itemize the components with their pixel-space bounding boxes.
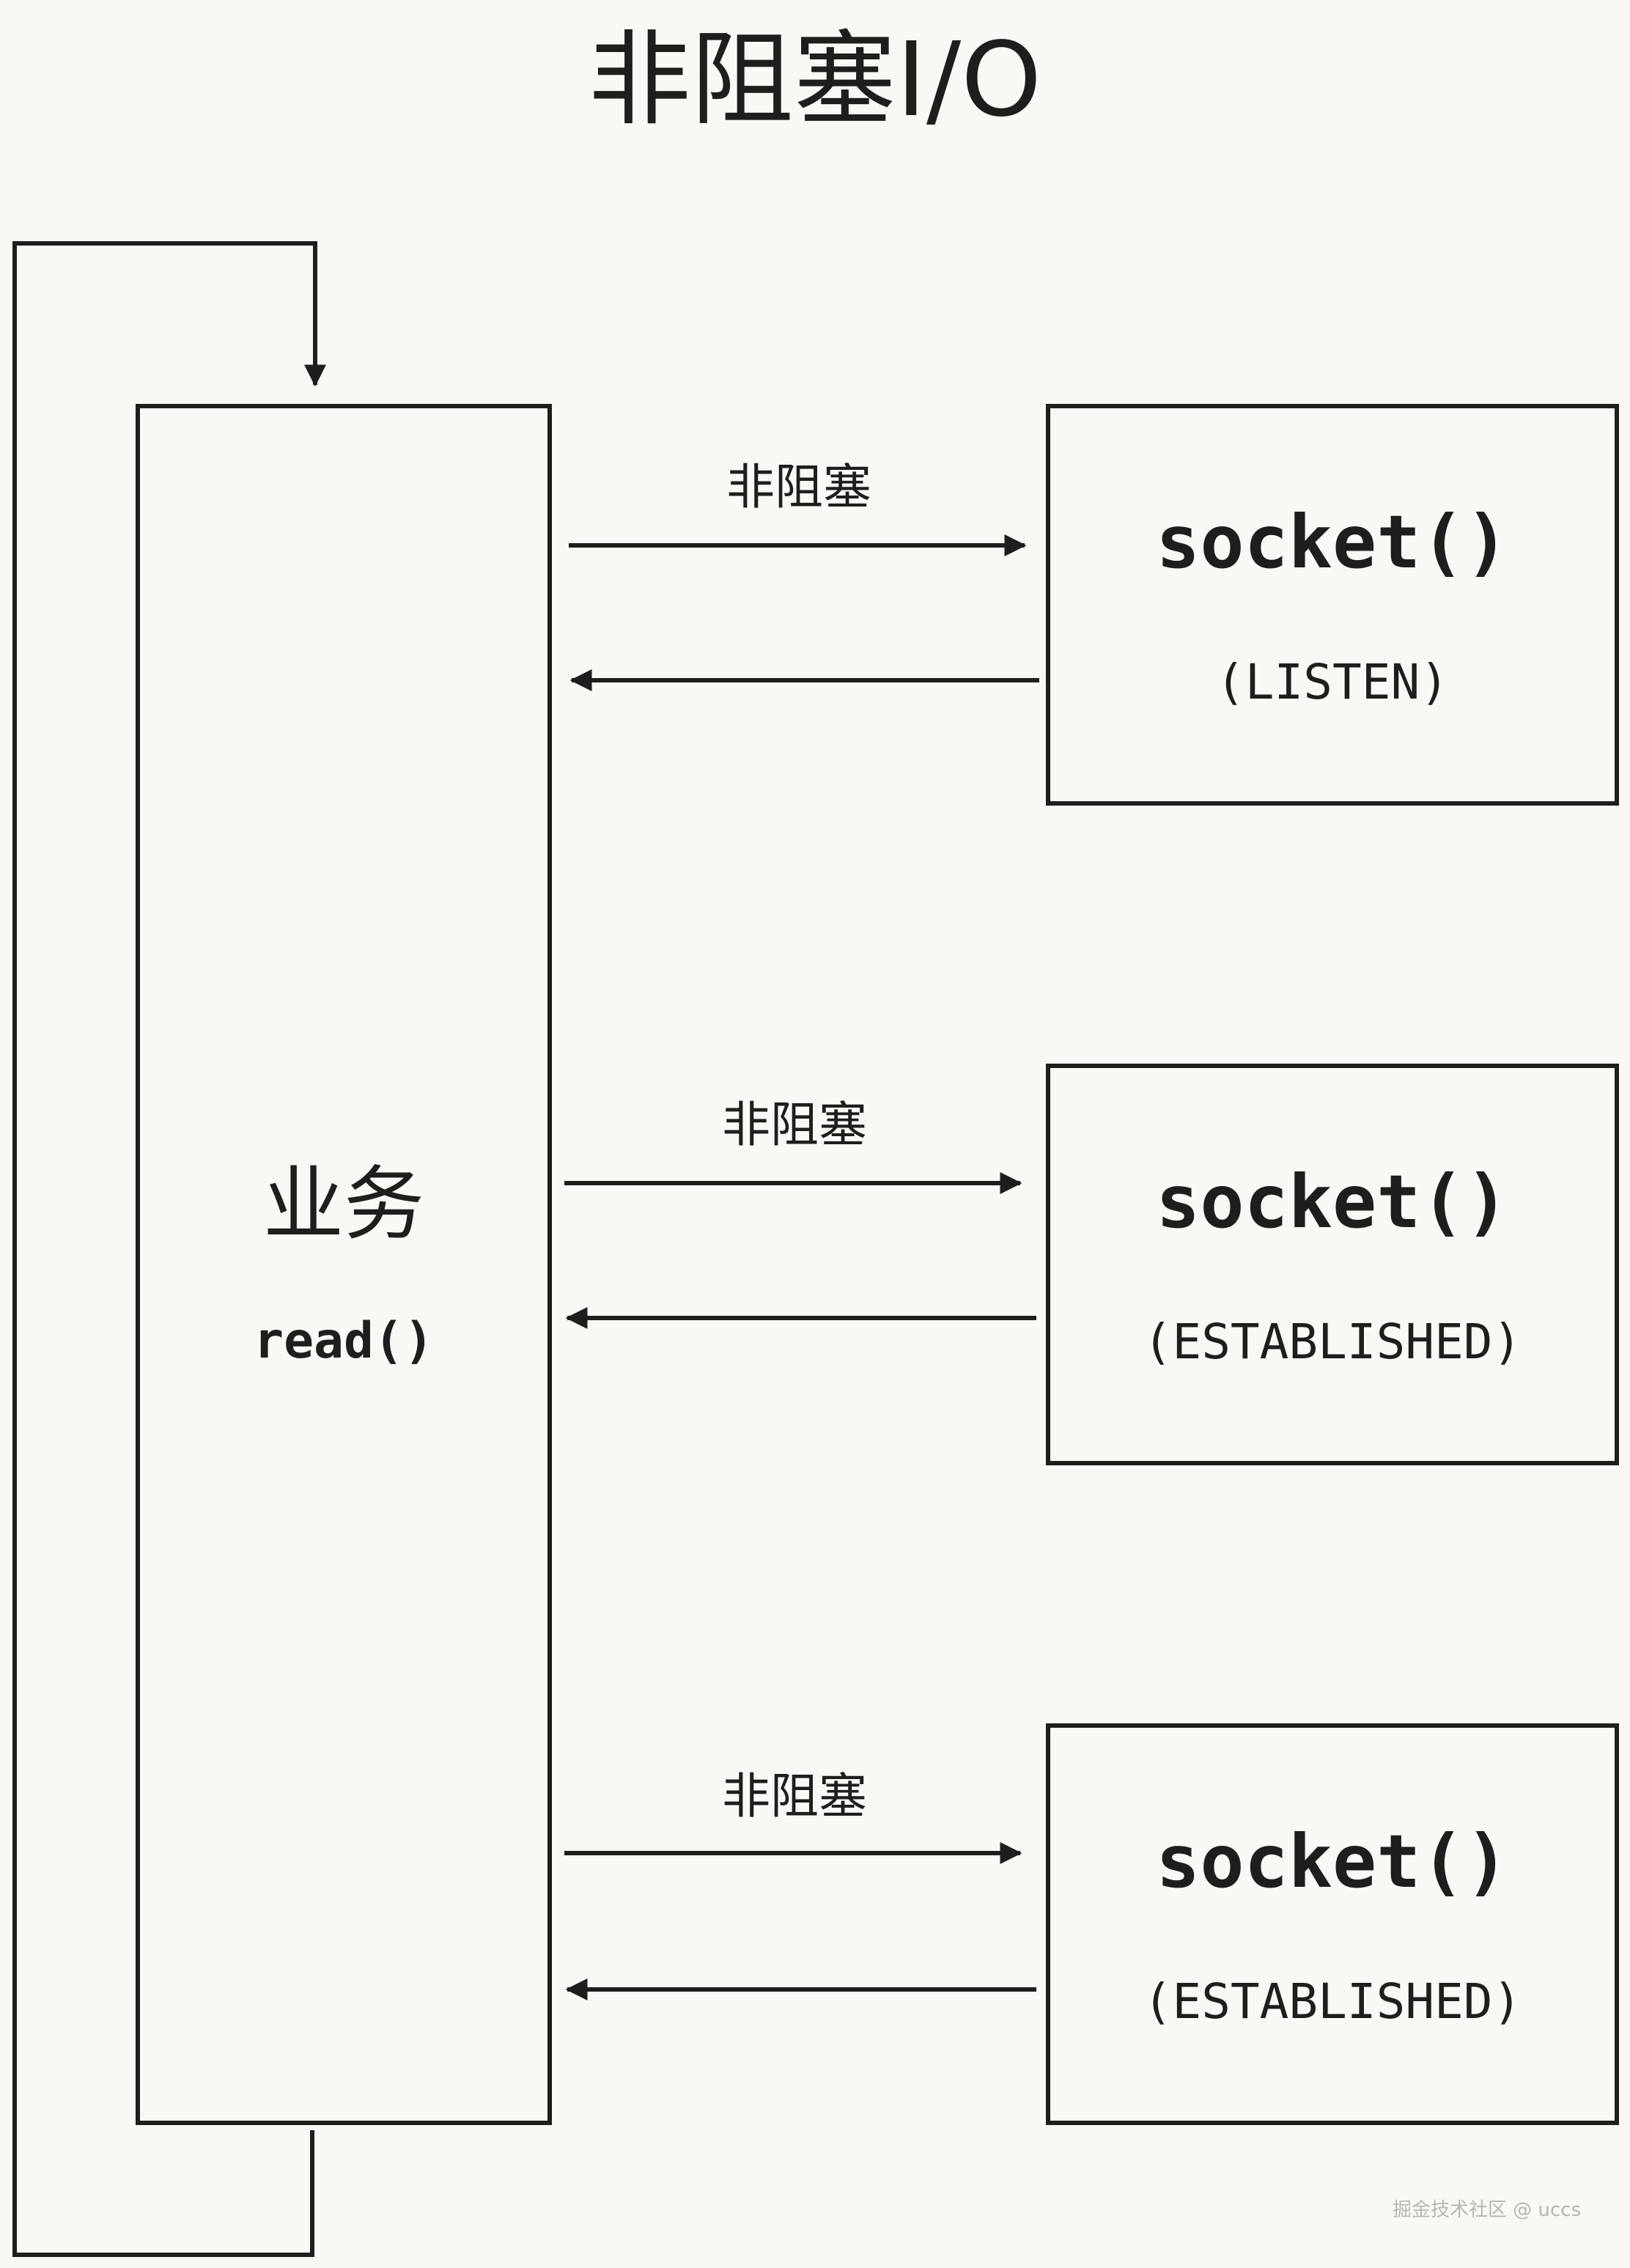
socket-state-3: (ESTABLISHED)	[1143, 1973, 1522, 2030]
socket-name-3: socket()	[1156, 1819, 1509, 1904]
socket-name-2: socket()	[1156, 1159, 1509, 1245]
business-box	[136, 404, 552, 2125]
socket-state-1: (LISTEN)	[1216, 654, 1449, 710]
loop-arrow	[12, 241, 326, 2257]
watermark: 掘金技术社区 @ uccs	[1393, 2199, 1582, 2221]
socket-box-established-2	[1046, 1723, 1619, 2125]
business-label: 业务	[263, 1157, 424, 1251]
arrow-label-2: 非阻塞	[722, 1097, 867, 1153]
arrow-label-1: 非阻塞	[726, 459, 871, 515]
socket-box-established-1	[1046, 1064, 1619, 1465]
diagram-title: 非阻塞I/O	[588, 21, 1042, 140]
arrow-label-3: 非阻塞	[722, 1768, 867, 1825]
socket-box-listen	[1046, 404, 1619, 806]
socket-name-1: socket()	[1156, 499, 1509, 585]
socket-state-2: (ESTABLISHED)	[1143, 1314, 1522, 1370]
business-call: read()	[254, 1312, 434, 1370]
